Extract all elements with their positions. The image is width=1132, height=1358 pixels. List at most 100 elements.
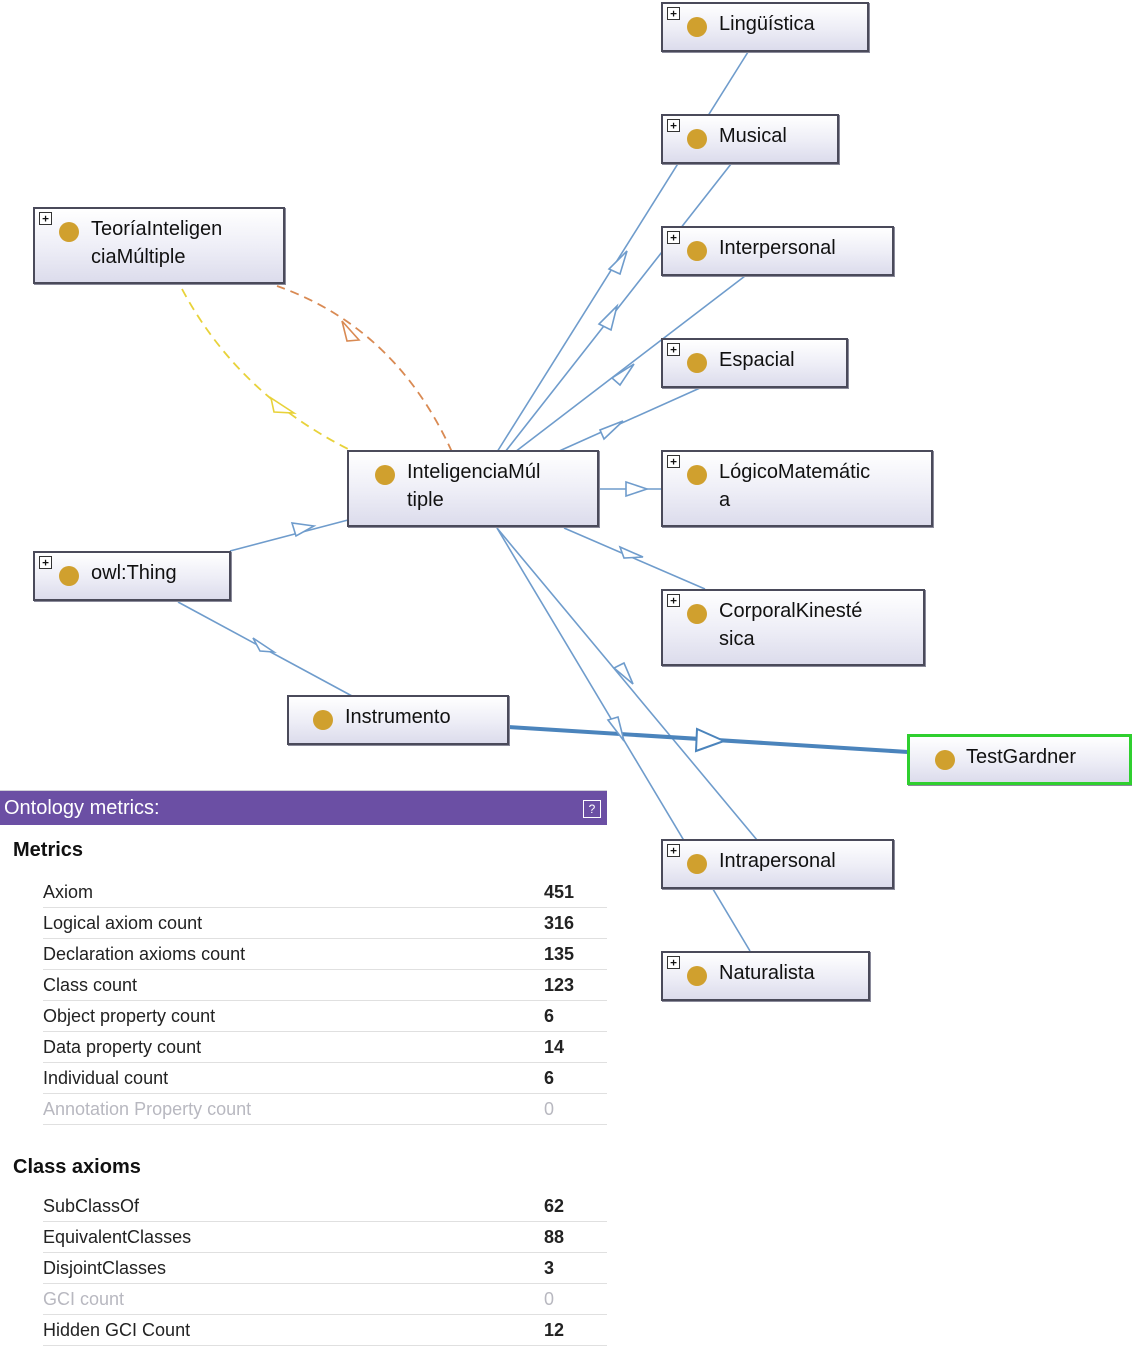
metric-label: Annotation Property count (43, 1099, 252, 1119)
edge-interpersonal (514, 275, 746, 453)
node-label: Interpersonal (719, 237, 836, 259)
metric-value: 123 (544, 975, 575, 995)
node-musical[interactable]: + Musical (661, 114, 839, 164)
node-instrumento[interactable]: Instrumento (287, 695, 509, 745)
class-axiom-value: 0 (544, 1289, 555, 1309)
class-axiom-row: Hidden GCI Count 12 (43, 1315, 607, 1346)
expand-icon[interactable]: + (39, 212, 52, 225)
expand-icon[interactable]: + (667, 343, 680, 356)
class-axiom-value: 12 (544, 1320, 565, 1340)
class-axiom-row: DisjointClasses 3 (43, 1253, 607, 1284)
class-axiom-label: DisjointClasses (43, 1258, 167, 1278)
node-corporal-kinestesica[interactable]: + CorporalKinesté sica (661, 589, 925, 666)
help-icon[interactable]: ? (583, 800, 601, 818)
node-label: Instrumento (345, 706, 451, 728)
node-testgardner-selected[interactable]: TestGardner (907, 734, 1132, 785)
node-label-line2: ciaMúltiple (91, 246, 186, 268)
class-dot-icon (687, 465, 707, 485)
node-label-line2: a (719, 489, 731, 511)
class-dot-icon (687, 17, 707, 37)
arrowhead (597, 303, 619, 332)
node-intrapersonal[interactable]: + Intrapersonal (661, 839, 894, 889)
class-axiom-label: Hidden GCI Count (43, 1320, 191, 1340)
metrics-heading: Metrics (13, 839, 84, 861)
class-dot-icon (313, 710, 333, 730)
edge-inteligencia-teoria-orange (276, 285, 453, 453)
node-inteligencia-multiple[interactable]: InteligenciaMúl tiple (347, 450, 599, 527)
arrowhead (625, 480, 650, 498)
edge-teoria-inteligencia-yellow (181, 288, 351, 451)
node-label: Lingüística (719, 13, 815, 35)
expand-icon[interactable]: + (667, 231, 680, 244)
node-logico-matematica[interactable]: + LógicoMatemátic a (661, 450, 933, 527)
class-dot-icon (687, 129, 707, 149)
arrowhead (606, 715, 625, 742)
metric-label: Object property count (43, 1006, 216, 1026)
arrowhead (612, 661, 634, 685)
metric-label: Logical axiom count (43, 913, 203, 933)
class-axiom-row: EquivalentClasses 88 (43, 1222, 607, 1253)
node-espacial[interactable]: + Espacial (661, 338, 848, 388)
metric-label: Individual count (43, 1068, 169, 1088)
class-dot-icon (59, 566, 79, 586)
node-owl-thing[interactable]: + owl:Thing (33, 551, 231, 601)
class-axiom-label: EquivalentClasses (43, 1227, 192, 1247)
node-label-line1: InteligenciaMúl (407, 461, 541, 483)
arrowhead (694, 727, 727, 753)
expand-icon[interactable]: + (667, 7, 680, 20)
metric-row: Data property count 14 (43, 1032, 607, 1063)
arrowhead (618, 545, 644, 559)
arrowhead (290, 522, 317, 538)
node-label-line2: sica (719, 628, 755, 650)
arrowhead-orange (341, 320, 361, 342)
class-dot-icon (935, 750, 955, 770)
arrowhead-yellow (269, 396, 297, 414)
metric-row: Object property count 6 (43, 1001, 607, 1032)
metrics-panel-title: Ontology metrics: (4, 797, 160, 819)
expand-icon[interactable]: + (667, 594, 680, 607)
metric-label: Class count (43, 975, 138, 995)
metric-row: Annotation Property count 0 (43, 1094, 607, 1125)
metrics-panel-header: Ontology metrics: ? (0, 790, 607, 825)
class-dot-icon (687, 241, 707, 261)
edge-owlthing-inteligencia (229, 519, 349, 552)
node-linguistica[interactable]: + Lingüística (661, 2, 869, 52)
node-label: Naturalista (719, 962, 815, 984)
node-label: TestGardner (966, 746, 1077, 768)
metric-row: Logical axiom count 316 (43, 908, 607, 939)
node-label-line1: LógicoMatemátic (719, 461, 871, 483)
class-dot-icon (59, 222, 79, 242)
class-axiom-value: 62 (544, 1196, 565, 1216)
metric-value: 6 (544, 1006, 555, 1026)
metric-value: 135 (544, 944, 575, 964)
arrowhead (610, 363, 635, 387)
class-dot-icon (687, 966, 707, 986)
metric-value: 0 (544, 1099, 555, 1119)
expand-icon[interactable]: + (39, 556, 52, 569)
expand-icon[interactable]: + (667, 956, 680, 969)
node-label: owl:Thing (91, 562, 177, 584)
class-dot-icon (687, 353, 707, 373)
arrowhead (598, 420, 624, 441)
class-axiom-value: 88 (544, 1227, 565, 1247)
expand-icon[interactable]: + (667, 455, 680, 468)
expand-icon[interactable]: + (667, 119, 680, 132)
node-label: Musical (719, 125, 787, 147)
metric-label: Data property count (43, 1037, 202, 1057)
class-axioms-heading: Class axioms (13, 1156, 141, 1178)
expand-icon[interactable]: + (667, 844, 680, 857)
node-interpersonal[interactable]: + Interpersonal (661, 226, 894, 276)
class-axiom-value: 3 (544, 1258, 555, 1278)
class-dot-icon (687, 604, 707, 624)
edge-corporal (563, 527, 706, 590)
metric-value: 316 (544, 913, 575, 933)
node-teoria-inteligencia-multiple[interactable]: + TeoríaInteligen ciaMúltiple (33, 207, 285, 284)
metric-value: 14 (544, 1037, 565, 1057)
node-naturalista[interactable]: + Naturalista (661, 951, 870, 1001)
